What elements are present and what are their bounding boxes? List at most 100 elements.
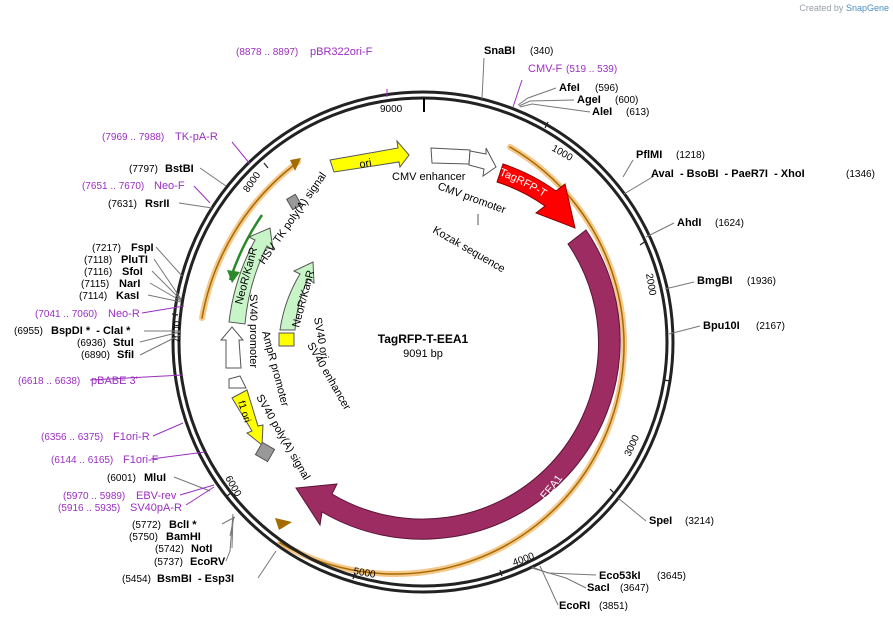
credit-prefix: Created by (799, 3, 844, 13)
site-afei: AfeI (559, 82, 580, 94)
site-saci: SacI (587, 582, 610, 594)
site-xhoi-group-pos: (1346) (846, 169, 875, 180)
eea1-feature (295, 229, 621, 540)
site-bmgbi: BmgBI (697, 275, 732, 287)
orf-arc-left-line (201, 161, 299, 319)
cmv-promoter-feature (468, 147, 497, 178)
site-mlui-pos: (6001) (107, 473, 136, 484)
primer-ebv-rev: EBV-rev (136, 490, 177, 502)
restriction-sites: SnaBI (340) AfeI (596) AgeI (600) AleI (… (14, 45, 875, 612)
primer-pbr322ori-f-range: (8878 .. 8897) (236, 47, 298, 58)
backbone-outer (171, 90, 675, 594)
site-ecorv: EcoRV (190, 556, 226, 568)
site-eco53ki: Eco53kI (599, 570, 641, 582)
site-spei-pos: (3214) (685, 516, 714, 527)
primer-tk-pa-r: TK-pA-R (175, 131, 218, 143)
site-rsrii: RsrII (145, 198, 169, 210)
site-snabi-pos: (340) (530, 46, 553, 57)
site-pflmi-pos: (1218) (676, 150, 705, 161)
site-stui-pos: (6936) (77, 338, 106, 349)
site-stui: StuI (113, 337, 134, 349)
site-bpu10i-pos: (2167) (756, 321, 785, 332)
sv40-polya-feature (254, 441, 276, 463)
primer-pbabe3-range: (6618 .. 6638) (18, 376, 80, 387)
site-bamhi: BamHI (166, 531, 201, 543)
site-spei: SpeI (649, 515, 672, 527)
site-clai-group-pos: (6955) (14, 326, 43, 337)
primer-neo-r: Neo-R (108, 308, 140, 320)
tick-9000: 9000 (380, 104, 403, 115)
primer-pbabe3: pBABE 3' (91, 375, 138, 387)
site-bamhi-pos: (5750) (129, 532, 158, 543)
primer-sv40pa-r-range: (5916 .. 5935) (58, 503, 120, 514)
primer-pbr322ori-f: pBR322ori-F (310, 46, 373, 58)
site-esp3i-group-pos: (5454) (122, 574, 151, 585)
site-bstbi: BstBI (165, 163, 194, 175)
tick-marks (171, 121, 671, 580)
site-ecorv-pos: (5737) (154, 557, 183, 568)
ori-feature (329, 139, 410, 173)
neokanr-inner-feature (279, 261, 315, 331)
site-kasi: KasI (116, 290, 139, 302)
cmv-promoter-label: CMV promoter (436, 181, 508, 217)
primer-f1ori-f: F1ori-F (123, 454, 159, 466)
primer-leaders (89, 79, 523, 506)
f1-ori-feature (231, 389, 264, 447)
tagrfp-feature (496, 163, 576, 229)
site-esp3i-group: BsmBI - Esp3I (157, 573, 234, 585)
site-saci-pos: (3647) (620, 583, 649, 594)
kozak-label: Kozak sequence (431, 224, 507, 275)
site-ecori: EcoRI (559, 600, 590, 612)
tick-7000: 7000 (172, 320, 183, 343)
primer-f1ori-r: F1ori-R (113, 431, 150, 443)
site-eco53ki-pos: (3645) (657, 571, 686, 582)
site-pflmi: PflMI (636, 149, 662, 161)
site-sfoi-pos: (7116) (84, 267, 112, 278)
site-ahdi: AhdI (677, 217, 701, 229)
primer-f1ori-f-range: (6144 .. 6165) (51, 455, 113, 466)
primer-cmv-f-range: (519 .. 539) (566, 64, 617, 75)
site-leaders (139, 57, 701, 606)
site-sfii: SfiI (117, 349, 134, 361)
plasmid-name: TagRFP-T-EEA1 (378, 332, 469, 346)
sv40-ori-feature (278, 332, 295, 347)
site-rsrii-pos: (7631) (108, 199, 137, 210)
cmv-enhancer-label: CMV enhancer (392, 171, 466, 183)
site-nari-pos: (7115) (81, 279, 109, 290)
neo-orf-arrowhead (227, 270, 240, 283)
site-noti-pos: (5742) (155, 544, 184, 555)
site-bmgbi-pos: (1936) (747, 276, 776, 287)
tick-2000: 2000 (643, 273, 658, 297)
site-nari: NarI (119, 278, 140, 290)
site-bcli: BclI * (169, 519, 197, 531)
site-ecori-pos: (3851) (599, 601, 628, 612)
site-clai-group: BspDI * - ClaI * (51, 325, 131, 337)
snapgene-credit: Created by SnapGene (799, 3, 889, 13)
primer-ebv-rev-range: (5970 .. 5989) (63, 491, 125, 502)
site-alei: AleI (592, 106, 612, 118)
orf-arcs (199, 144, 627, 577)
primer-labels: (8878 .. 8897) pBR322ori-F CMV-F (519 ..… (18, 46, 617, 514)
site-pluti: PluTI (121, 254, 148, 266)
sv40-promoter-feature (219, 326, 245, 369)
site-snabi: SnaBI (484, 45, 515, 57)
site-sfoi: SfoI (122, 266, 143, 278)
site-afei-pos: (596) (595, 83, 618, 94)
site-kasi-pos: (7114) (79, 291, 107, 302)
primer-sv40pa-r: SV40pA-R (130, 502, 182, 514)
orf-arc-right-line (279, 146, 625, 575)
site-bcli-pos: (5772) (132, 520, 161, 531)
site-pluti-pos: (7118) (84, 255, 112, 266)
primer-tk-pa-r-range: (7969 .. 7988) (102, 132, 164, 143)
primer-neo-f-range: (7651 .. 7670) (82, 181, 144, 192)
site-fspi-pos: (7217) (92, 243, 121, 254)
site-agei-pos: (600) (615, 95, 638, 106)
ori-label: ori (358, 157, 372, 171)
tick-5000: 5000 (352, 566, 376, 581)
hsv-tk-polya-feature (285, 193, 303, 211)
site-xhoi-group: AvaI - BsoBI - PaeR7I - XhoI (651, 168, 805, 180)
orf-arrowhead-top (290, 158, 301, 171)
cmv-enhancer-feature (430, 147, 471, 165)
site-fspi: FspI (131, 242, 154, 254)
